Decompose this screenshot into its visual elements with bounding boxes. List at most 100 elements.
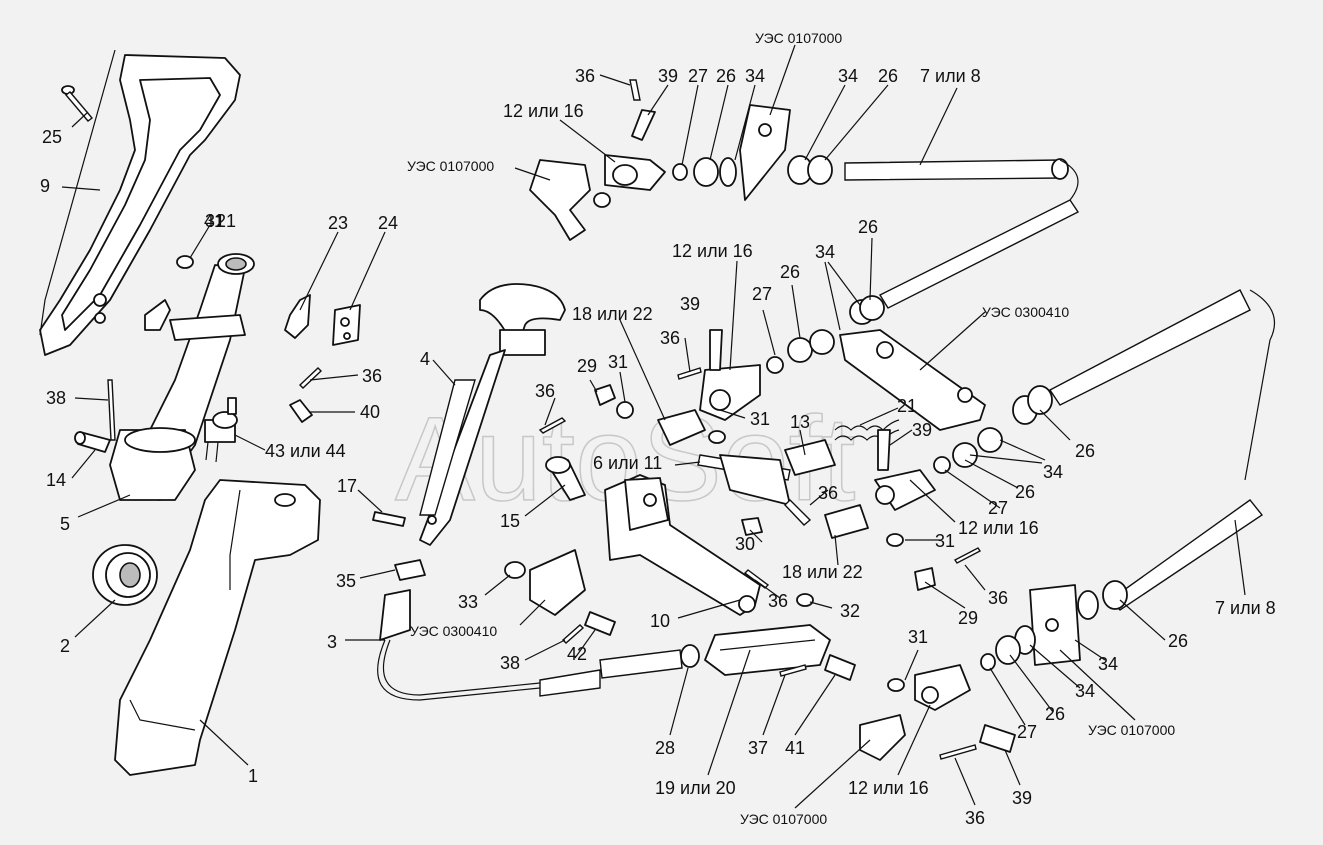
part-7-8-top-rod xyxy=(844,158,1079,201)
label-18-or-22: 18 или 22 xyxy=(572,304,653,324)
label-1: 1 xyxy=(248,766,258,786)
part-31-washer-c xyxy=(886,533,904,547)
part-36-cotter-top xyxy=(629,79,641,101)
part-uez-0300410-plate xyxy=(839,329,986,431)
label-19-or-20: 19 или 20 xyxy=(655,778,736,798)
part-28-nut xyxy=(680,644,700,668)
label-26: 26 xyxy=(1045,704,1065,724)
label-25: 25 xyxy=(42,127,62,147)
part-35-clip xyxy=(394,559,426,581)
part-uez-0107000-right-bracket xyxy=(1029,584,1081,666)
label-32: 32 xyxy=(840,601,860,621)
label-uez-0107000-bottom: УЭС 0107000 xyxy=(740,811,827,827)
part-41-pin-lower xyxy=(824,654,856,681)
label-31: 31 xyxy=(908,627,928,647)
label-21: 21 xyxy=(216,211,236,231)
part-14-pin xyxy=(74,431,111,453)
label-34: 34 xyxy=(1098,654,1118,674)
part-19-20-clevis xyxy=(704,624,831,676)
part-29-nut xyxy=(594,384,616,406)
leader-lines xyxy=(61,44,1246,809)
part-40-pin xyxy=(289,399,313,423)
label-12-or-16: 12 или 16 xyxy=(672,241,753,261)
part-rod-lower xyxy=(539,649,683,697)
label-36: 36 xyxy=(988,588,1008,608)
part-26-nut-top xyxy=(693,157,719,187)
label-7-or-8: 7 или 8 xyxy=(1215,598,1276,618)
part-36-cotter-b xyxy=(538,417,567,434)
part-36-cotter-left xyxy=(298,367,323,389)
label-4: 4 xyxy=(420,349,430,369)
part-uez-0107000-top-bracket xyxy=(739,104,791,201)
part-25-screw xyxy=(61,85,94,122)
label-26: 26 xyxy=(716,66,736,86)
label-uez-0300410: УЭС 0300410 xyxy=(410,623,497,639)
part-27-nut-right xyxy=(933,456,951,474)
label-7-or-8: 7 или 8 xyxy=(920,66,981,86)
part-27-nut-lower xyxy=(980,653,996,671)
label-26: 26 xyxy=(878,66,898,86)
label-27: 27 xyxy=(988,498,1008,518)
label-39: 39 xyxy=(1012,788,1032,808)
label-18-or-22: 18 или 22 xyxy=(782,562,863,582)
part-32-washer xyxy=(796,593,814,607)
part-26-nut-lower xyxy=(1102,580,1128,610)
part-2-pulley xyxy=(92,544,158,606)
part-36-cotter-c xyxy=(677,367,702,380)
label-34: 34 xyxy=(838,66,858,86)
label-35: 35 xyxy=(336,571,356,591)
label-14: 14 xyxy=(46,470,66,490)
part-36-cotter-lower xyxy=(939,744,977,760)
label-36: 36 xyxy=(575,66,595,86)
label-29: 29 xyxy=(958,608,978,628)
part-10-arm xyxy=(604,474,761,616)
label-15: 15 xyxy=(500,511,520,531)
label-13: 13 xyxy=(790,412,810,432)
label-12-or-16: 12 или 16 xyxy=(848,778,929,798)
part-12-16-lower-clevis xyxy=(914,664,971,711)
label-27: 27 xyxy=(688,66,708,86)
part-4-lever xyxy=(419,283,566,546)
label-39: 39 xyxy=(680,294,700,314)
label-17: 17 xyxy=(337,476,357,496)
label-34: 34 xyxy=(1075,681,1095,701)
part-uez-0300410-bracket-lower xyxy=(529,549,586,616)
part-26-nut-mid xyxy=(859,295,885,321)
label-36: 36 xyxy=(535,381,555,401)
label-9: 9 xyxy=(40,176,50,196)
label-43-or-44: 43 или 44 xyxy=(265,441,346,461)
label-31: 31 xyxy=(750,409,770,429)
part-31-washer-b xyxy=(616,401,634,419)
part-26-nut-right xyxy=(952,442,978,468)
part-3-cable xyxy=(377,589,541,701)
part-labels: УЭС 0107000 36 39 27 26 34 34 26 7 или 8… xyxy=(40,30,1276,828)
label-37: 37 xyxy=(748,738,768,758)
label-26: 26 xyxy=(858,217,878,237)
part-6-11-rod xyxy=(697,454,812,526)
part-5-column xyxy=(109,253,255,501)
part-rod-diagonal xyxy=(879,199,1276,611)
part-26-nut-lower-2 xyxy=(995,635,1021,665)
label-uez-0107000-top: УЭС 0107000 xyxy=(755,30,842,46)
part-34-washer-top xyxy=(719,157,737,187)
label-33: 33 xyxy=(458,592,478,612)
part-31-washer-lower xyxy=(887,678,905,692)
part-38-cotter-bottom xyxy=(561,624,585,644)
part-27-nut-top xyxy=(672,163,688,181)
part-12-16-mid-clevis xyxy=(699,364,761,421)
label-26: 26 xyxy=(1015,482,1035,502)
part-34-washer-lower xyxy=(1077,590,1099,620)
part-33-washer xyxy=(504,561,526,579)
label-28: 28 xyxy=(655,738,675,758)
part-9-bracket xyxy=(39,49,241,356)
part-39-pin-mid xyxy=(709,329,723,371)
label-34: 34 xyxy=(745,66,765,86)
label-21: 21 xyxy=(897,396,917,416)
label-41: 41 xyxy=(785,738,805,758)
part-42-pin xyxy=(584,611,616,636)
part-41-washer-left xyxy=(176,255,194,269)
label-36: 36 xyxy=(768,591,788,611)
label-36: 36 xyxy=(660,328,680,348)
part-34-washer-right xyxy=(977,427,1003,453)
